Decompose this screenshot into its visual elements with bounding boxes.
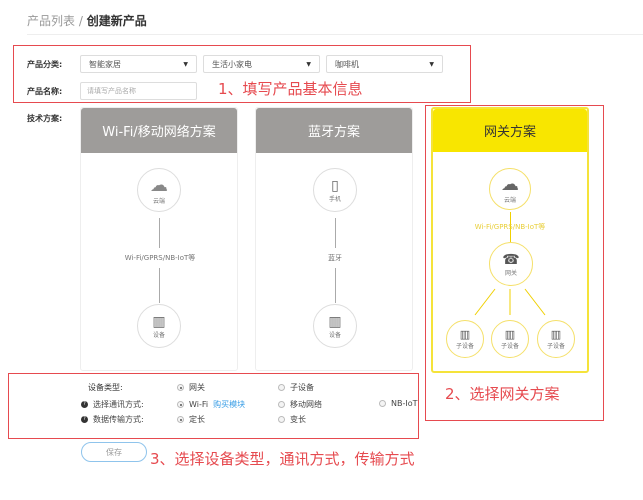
- save-button[interactable]: 保存: [81, 442, 147, 462]
- radio-mobile[interactable]: 移动网络: [278, 399, 322, 410]
- label-text: 数据传输方式:: [93, 415, 144, 424]
- cloud-node: ☁ 云端: [489, 168, 531, 210]
- device-icon: ▥: [504, 328, 516, 341]
- connector-arrows: [474, 288, 546, 316]
- annotation-box-1: [13, 45, 471, 103]
- tech-label: 技术方案:: [27, 114, 63, 123]
- option-label: NB-IoT: [391, 399, 418, 408]
- node-label: 子设备: [500, 343, 519, 350]
- node-label: 云端: [503, 197, 516, 204]
- radio-dot: [278, 401, 285, 408]
- caret-down-icon: ▼: [429, 60, 434, 68]
- help-icon[interactable]: ?: [81, 416, 88, 423]
- radio-dot: [379, 400, 386, 407]
- node-label: 云端: [152, 198, 165, 205]
- radio-wifi[interactable]: Wi-Fi 购买模块: [177, 399, 245, 410]
- cloud-icon: ☁: [150, 175, 168, 196]
- radio-variable[interactable]: 变长: [278, 414, 306, 425]
- node-label: 网关: [504, 269, 517, 277]
- radio-nbiot[interactable]: NB-IoT: [379, 399, 418, 408]
- plan-card-gateway[interactable]: 网关方案 ☁ 云端 Wi-Fi/GPRS/NB-IoT等 ☎网关 ▥ 子设备 ▥ 子设…: [431, 107, 589, 373]
- comm-label: ? 选择通讯方式:: [81, 399, 144, 410]
- option-label: 变长: [290, 415, 306, 424]
- radio-fixed[interactable]: 定长: [177, 414, 205, 425]
- device-icon: ▥: [152, 313, 166, 330]
- arrow-down-icon: [335, 268, 336, 303]
- phone-icon: ▯: [331, 177, 339, 194]
- cloud-node: ☁ 云端: [137, 168, 181, 212]
- annotation-step2: 2、选择网关方案: [445, 385, 560, 403]
- option-label: Wi-Fi: [189, 400, 209, 409]
- link-label: Wi-Fi/GPRS/NB-IoT等: [124, 254, 196, 262]
- annotation-box-2: [425, 105, 604, 421]
- node-label: 设备: [152, 331, 165, 339]
- plan-card-bluetooth[interactable]: 蓝牙方案 ▯手机 蓝牙 ▥设备: [255, 107, 413, 371]
- node-label: 设备: [328, 331, 341, 339]
- caret-down-icon: ▼: [306, 60, 311, 68]
- category-select-1[interactable]: 智能家居 ▼: [80, 55, 197, 73]
- breadcrumb-separator: /: [75, 14, 87, 28]
- gateway-node: ☎网关: [489, 242, 533, 286]
- option-label: 定长: [189, 415, 205, 424]
- option-label: 移动网络: [290, 400, 322, 409]
- select-value: 智能家居: [89, 59, 121, 69]
- device-type-label: 设备类型:: [88, 383, 123, 392]
- arrow-up-icon: [335, 218, 336, 248]
- device-icon: ▥: [550, 328, 562, 341]
- subdevice-node: ▥ 子设备: [491, 320, 529, 358]
- phone-node: ▯手机: [313, 168, 357, 212]
- option-label: 网关: [189, 383, 205, 392]
- device-icon: ▥: [459, 328, 471, 341]
- device-node: ▥设备: [313, 304, 357, 348]
- annotation-step3: 3、选择设备类型，通讯方式，传输方式: [150, 450, 415, 468]
- help-icon[interactable]: ?: [81, 401, 88, 408]
- select-value: 生活小家电: [212, 59, 252, 69]
- arrow-up-icon: [159, 218, 160, 248]
- node-label: 子设备: [546, 343, 565, 350]
- annotation-step1: 1、填写产品基本信息: [218, 80, 363, 98]
- divider: [27, 34, 643, 35]
- category-label: 产品分类:: [27, 60, 63, 69]
- category-select-3[interactable]: 咖啡机 ▼: [326, 55, 443, 73]
- buy-module-link[interactable]: 购买模块: [213, 400, 246, 409]
- radio-dot: [177, 384, 184, 391]
- caret-down-icon: ▼: [183, 60, 188, 68]
- transfer-label: ? 数据传输方式:: [81, 414, 144, 425]
- radio-subdevice[interactable]: 子设备: [278, 382, 314, 393]
- radio-dot: [177, 401, 184, 408]
- label-text: 选择通讯方式:: [93, 400, 144, 409]
- page-title: 创建新产品: [86, 14, 147, 28]
- radio-gateway[interactable]: 网关: [177, 382, 205, 393]
- arrow-down-icon: [159, 268, 160, 303]
- router-icon: ☎: [502, 251, 520, 268]
- double-arrow-icon: [510, 212, 511, 247]
- subdevice-node: ▥ 子设备: [537, 320, 575, 358]
- breadcrumb: 产品列表 / 创建新产品: [27, 12, 147, 29]
- annotation-box-3: [8, 373, 419, 439]
- plan-title: 蓝牙方案: [256, 108, 412, 153]
- plan-title: 网关方案: [433, 109, 587, 152]
- plan-title: Wi-Fi/移动网络方案: [81, 108, 237, 153]
- radio-dot: [278, 384, 285, 391]
- cloud-icon: ☁: [501, 174, 519, 195]
- radio-dot: [177, 416, 184, 423]
- option-label: 子设备: [290, 383, 314, 392]
- device-icon: ▥: [328, 313, 342, 330]
- category-select-2[interactable]: 生活小家电 ▼: [203, 55, 320, 73]
- breadcrumb-parent[interactable]: 产品列表: [27, 14, 76, 28]
- radio-dot: [278, 416, 285, 423]
- link-label: Wi-Fi/GPRS/NB-IoT等: [474, 223, 546, 231]
- product-name-input[interactable]: 请填写产品名称: [80, 82, 197, 100]
- select-value: 咖啡机: [335, 59, 359, 69]
- link-label: 蓝牙: [328, 254, 342, 262]
- name-label: 产品名称:: [27, 87, 63, 96]
- subdevice-node: ▥ 子设备: [446, 320, 484, 358]
- device-node: ▥设备: [137, 304, 181, 348]
- node-label: 子设备: [455, 343, 474, 350]
- node-label: 手机: [328, 195, 341, 203]
- plan-card-wifi[interactable]: Wi-Fi/移动网络方案 ☁ 云端 Wi-Fi/GPRS/NB-IoT等 ▥设备: [80, 107, 238, 371]
